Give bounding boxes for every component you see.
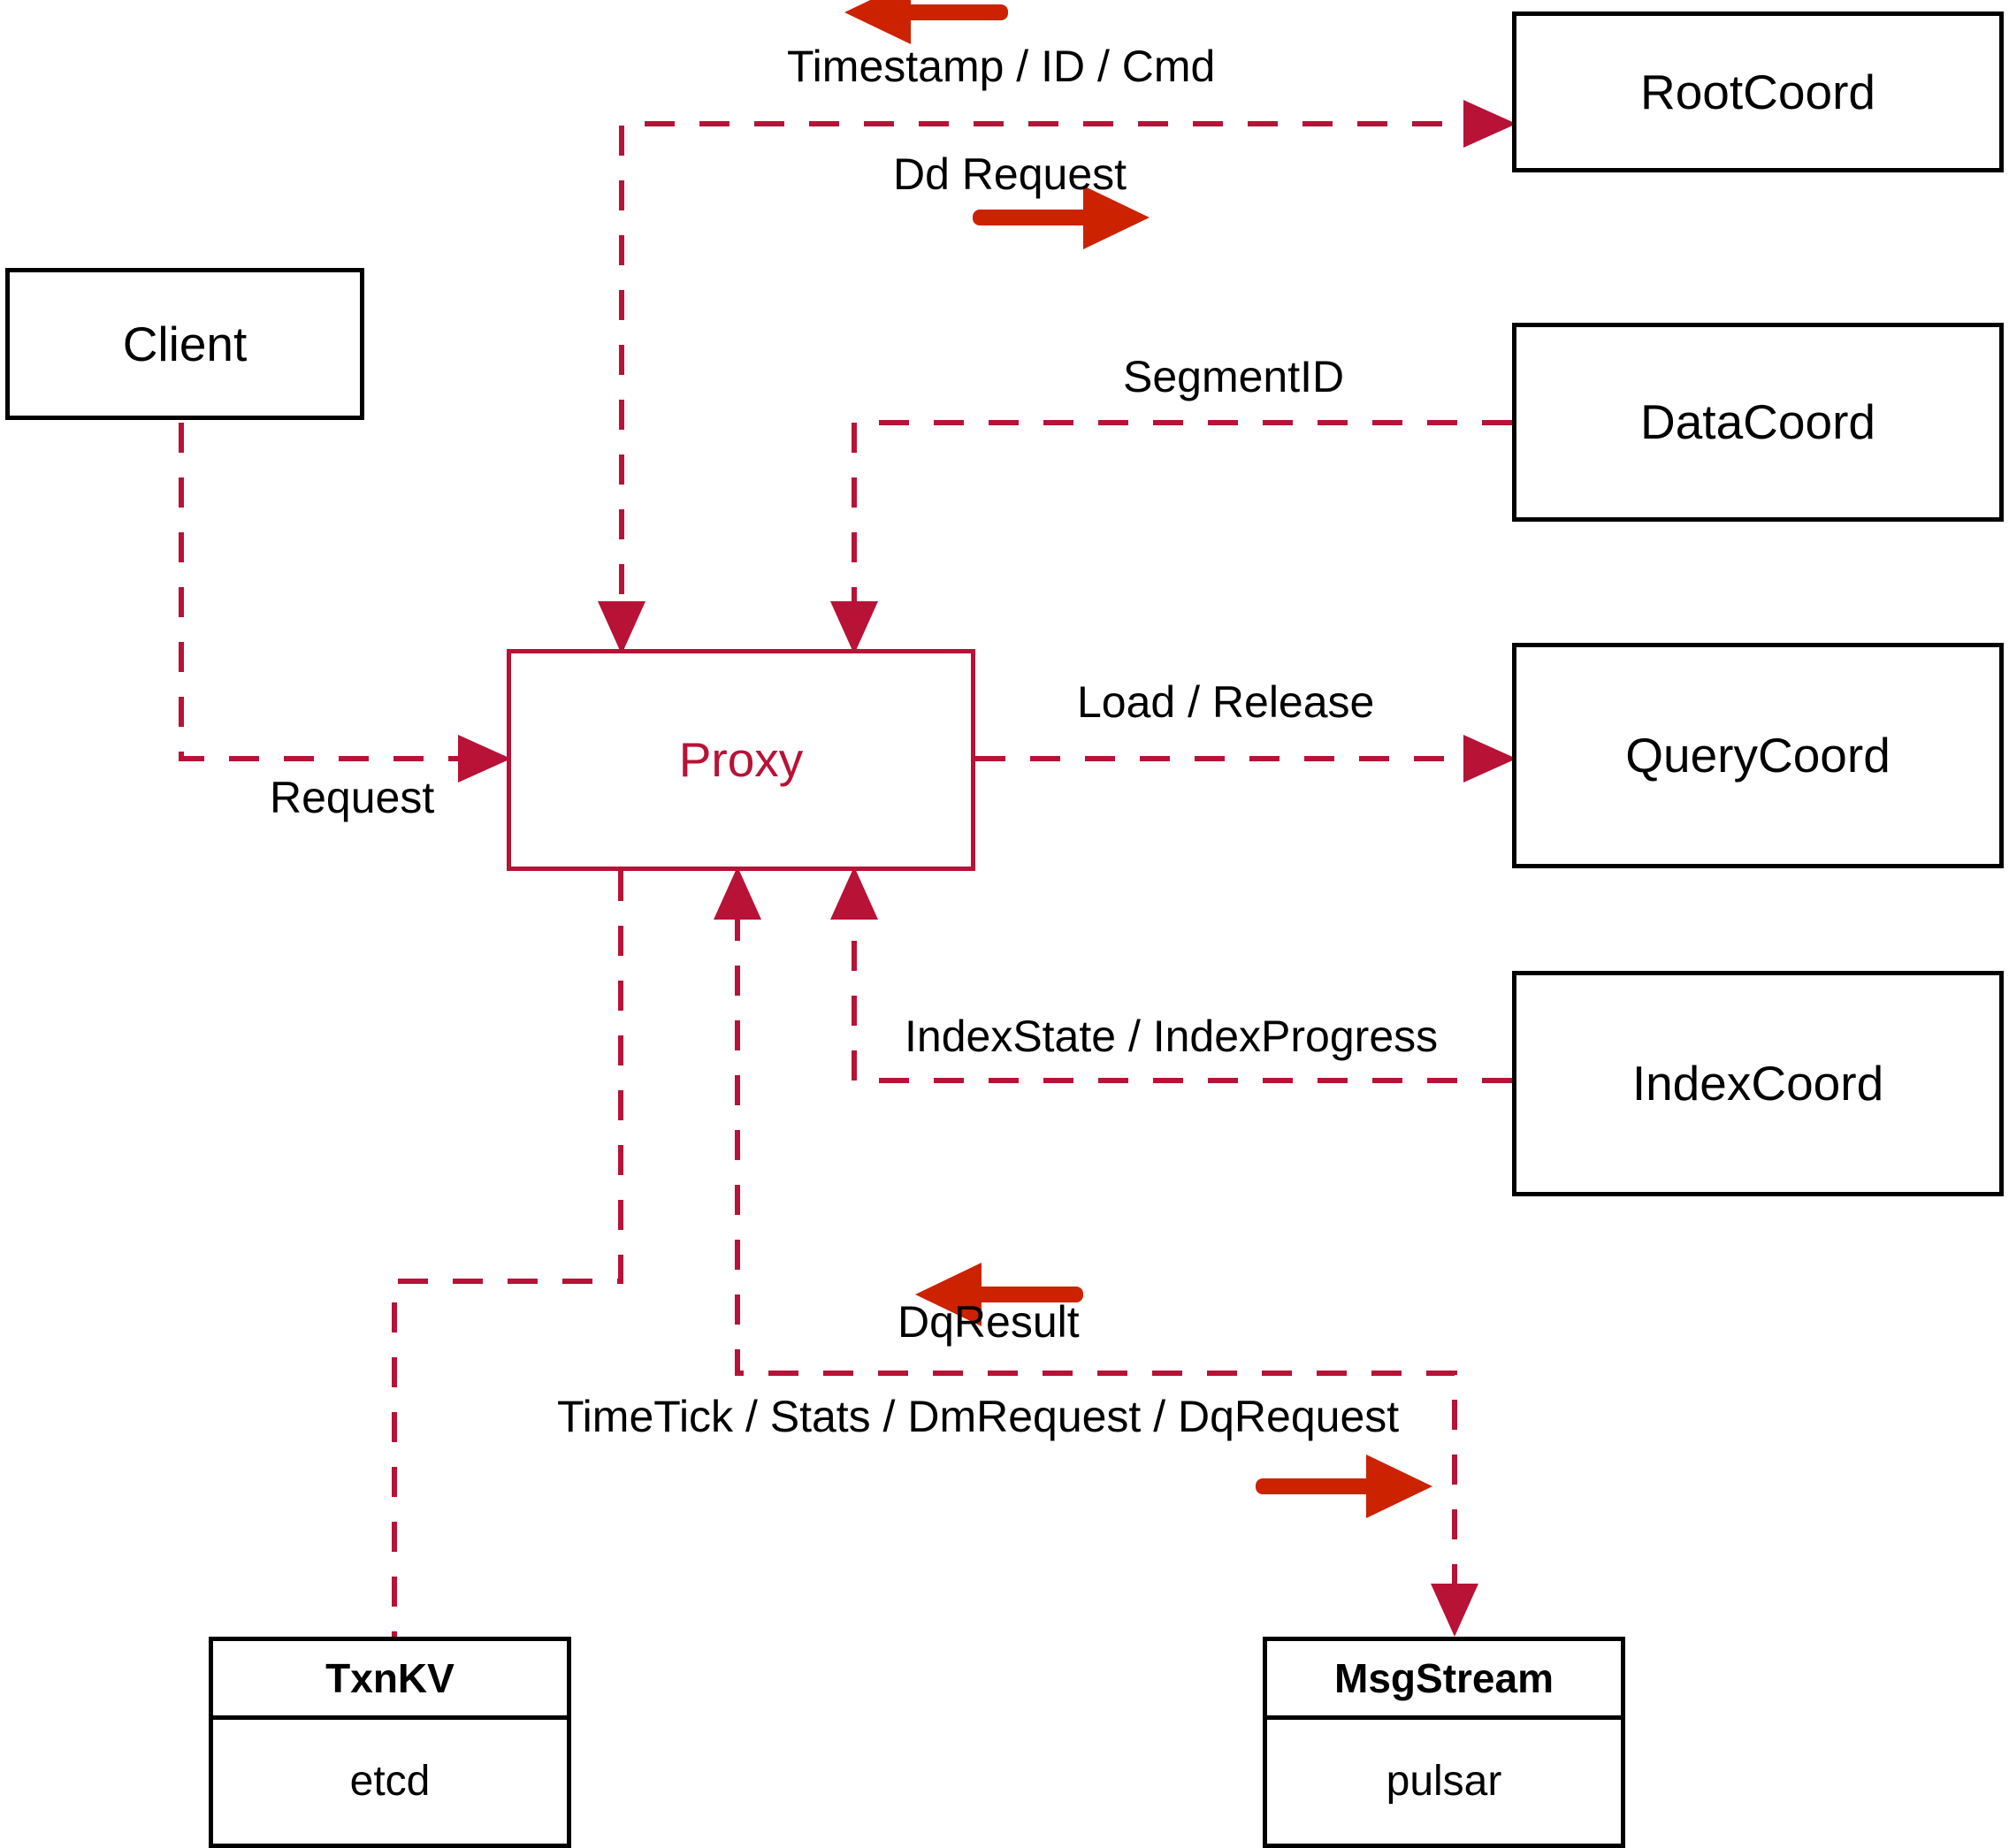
node-txnkv-body: etcd <box>213 1720 567 1844</box>
edge-label-request: Request <box>270 773 435 822</box>
arrow-into-proxy-left <box>458 735 511 783</box>
node-rootcoord[interactable]: RootCoord <box>1512 11 2004 172</box>
node-proxy-label: Proxy <box>678 732 804 787</box>
node-client-label: Client <box>122 316 248 371</box>
node-msgstream-body: pulsar <box>1267 1720 1621 1844</box>
arrowheads <box>458 100 1516 1637</box>
edge-index-state <box>852 911 1512 1083</box>
edge-dd-request <box>619 121 1463 649</box>
node-txnkv-impl: etcd <box>349 1758 431 1805</box>
arrow-into-proxy-bottom-mid <box>714 867 761 920</box>
node-txnkv-title: TxnKV <box>325 1655 455 1701</box>
node-querycoord[interactable]: QueryCoord <box>1512 643 2004 868</box>
node-indexcoord[interactable]: IndexCoord <box>1512 971 2004 1196</box>
node-indexcoord-label: IndexCoord <box>1631 1056 1884 1111</box>
edge-segment-id <box>852 420 1512 610</box>
direction-arrow-dqresult <box>915 1263 1083 1326</box>
edge-label-timetick-stats: TimeTick / Stats / DmRequest / DqRequest <box>557 1392 1400 1441</box>
direction-arrow-dd-request <box>973 186 1150 249</box>
node-querycoord-label: QueryCoord <box>1625 728 1891 783</box>
edge-label-dd-request: Dd Request <box>893 149 1127 199</box>
edge-label-segment-id: SegmentID <box>1123 352 1345 401</box>
node-rootcoord-label: RootCoord <box>1640 64 1875 119</box>
node-msgstream-header: MsgStream <box>1267 1641 1621 1720</box>
node-datacoord-label: DataCoord <box>1640 394 1875 449</box>
node-proxy[interactable]: Proxy <box>507 649 975 871</box>
direction-arrow-timestamp <box>844 0 1008 44</box>
direction-arrow-timetick <box>1256 1455 1432 1518</box>
node-datacoord[interactable]: DataCoord <box>1512 323 2004 522</box>
edge-msgstream <box>735 911 1457 1609</box>
arrow-into-proxy-top-right <box>830 601 878 654</box>
node-msgstream[interactable]: MsgStream pulsar <box>1263 1637 1625 1848</box>
node-txnkv[interactable]: TxnKV etcd <box>209 1637 571 1848</box>
arrow-into-querycoord <box>1463 735 1516 783</box>
arrow-into-rootcoord <box>1463 100 1516 148</box>
node-client[interactable]: Client <box>5 268 364 420</box>
edge-txnkv <box>392 871 623 1637</box>
arrow-into-proxy-bottom-right <box>830 867 878 920</box>
edge-request <box>179 423 477 761</box>
arrow-into-proxy-top-left <box>598 601 645 654</box>
direction-arrows <box>844 0 1432 1518</box>
edge-label-load-release: Load / Release <box>1077 677 1375 727</box>
edge-label-timestamp-id-cmd: Timestamp / ID / Cmd <box>787 42 1216 91</box>
node-msgstream-impl: pulsar <box>1386 1758 1502 1805</box>
node-txnkv-header: TxnKV <box>213 1641 567 1720</box>
node-msgstream-title: MsgStream <box>1334 1655 1554 1701</box>
arrow-into-msgstream <box>1431 1584 1478 1637</box>
edge-label-dqresult: DqResult <box>898 1297 1080 1347</box>
edge-label-index-state: IndexState / IndexProgress <box>905 1012 1439 1061</box>
